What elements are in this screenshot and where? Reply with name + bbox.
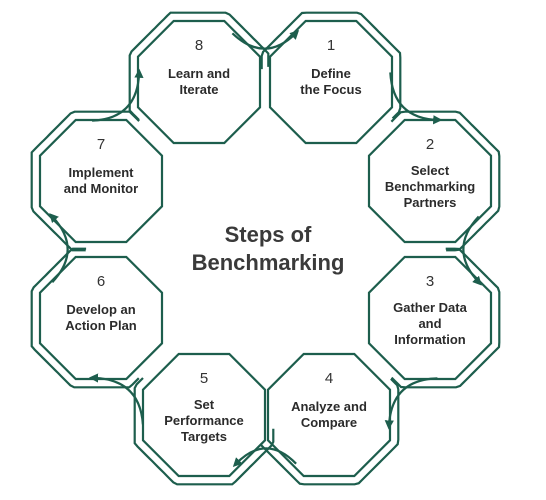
step-label-line: Partners <box>404 195 457 210</box>
step-number: 3 <box>426 273 434 290</box>
step-label-line: the Focus <box>300 82 361 97</box>
step-label-line: Analyze and <box>291 399 367 414</box>
step-octagon <box>367 118 493 244</box>
step-number: 8 <box>195 37 203 54</box>
step-number: 5 <box>200 370 208 387</box>
step-label-line: and Monitor <box>64 181 138 196</box>
flow-arrow <box>49 213 69 283</box>
flow-arrow <box>232 447 297 467</box>
step-label-line: Implement <box>68 165 134 180</box>
step-outer-bracket <box>30 247 140 389</box>
step-outer-bracket <box>260 11 402 120</box>
step-label-line: Compare <box>301 415 357 430</box>
step-outer-bracket <box>30 110 140 252</box>
step-number: 1 <box>327 37 335 54</box>
step-label-line: Performance <box>164 413 243 428</box>
step-octagon <box>141 352 267 478</box>
step-number: 4 <box>325 370 333 387</box>
step-label-line: Learn and <box>168 66 230 81</box>
step-number: 7 <box>97 136 105 153</box>
flow-arrow <box>92 68 144 122</box>
flow-arrow <box>384 377 438 430</box>
step-label-line: and <box>418 316 441 331</box>
step-number: 2 <box>426 136 434 153</box>
step-octagon <box>268 19 394 145</box>
diagram-title-line-2: Benchmarking <box>192 250 345 275</box>
step-outer-bracket <box>133 377 275 486</box>
flow-arrow <box>231 30 300 50</box>
step-label-line: Develop an <box>66 302 135 317</box>
step-label-line: Set <box>194 397 215 412</box>
step-outer-bracket <box>390 110 501 252</box>
step-outer-bracket <box>258 378 400 486</box>
step-outer-bracket <box>390 247 501 389</box>
step-outer-bracket <box>128 11 270 121</box>
step-label-line: Select <box>411 163 450 178</box>
step-label-line: Define <box>311 66 351 81</box>
step-label-line: Gather Data <box>393 300 467 315</box>
flow-arrow <box>389 72 443 125</box>
step-label-line: Information <box>394 332 466 347</box>
diagram-title-line-1: Steps of <box>225 222 312 247</box>
step-octagon <box>266 352 392 478</box>
step-number: 6 <box>97 273 105 290</box>
step-label-line: Iterate <box>179 82 218 97</box>
flow-arrow <box>88 373 144 425</box>
flow-arrow <box>462 215 482 286</box>
step-label-line: Benchmarking <box>385 179 475 194</box>
step-octagon <box>38 118 164 244</box>
step-label-line: Action Plan <box>65 318 137 333</box>
step-label-line: Targets <box>181 429 227 444</box>
